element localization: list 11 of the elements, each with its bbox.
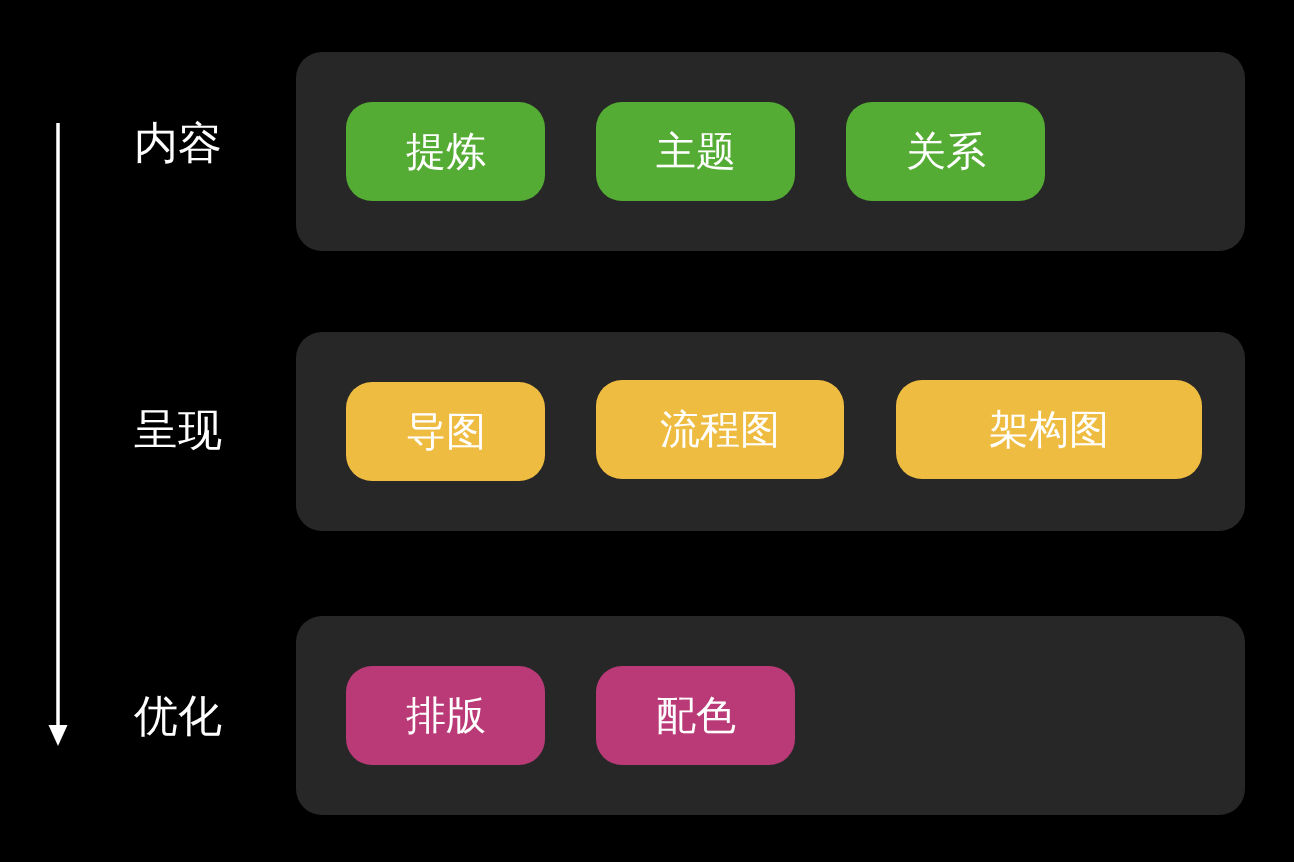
row-heading: 优化 [134,694,222,738]
topic-tag: 排版 [346,666,545,765]
topic-tag: 架构图 [896,380,1202,479]
topic-tag: 提炼 [346,102,545,201]
topic-tag: 关系 [846,102,1045,201]
topic-tag: 流程图 [596,380,844,479]
topic-tag: 配色 [596,666,795,765]
row-heading: 内容 [134,121,222,165]
topic-tag: 主题 [596,102,795,201]
topic-tag: 导图 [346,382,545,481]
row-heading: 呈现 [134,408,222,452]
